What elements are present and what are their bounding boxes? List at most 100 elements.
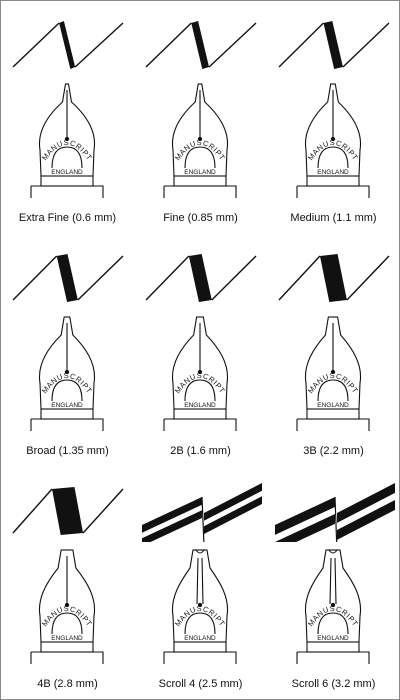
nib-cell-scroll-6: MANUSCRIPT ENGLAND Scroll 6 (3.2 mm) [267,467,400,700]
nib-slit [329,557,332,605]
nib-slit-2 [201,557,204,605]
nib-section [163,418,237,431]
nib-drawing-scroll-4: MANUSCRIPT ENGLAND [163,549,237,664]
scroll-band-right [204,496,262,534]
nib-section [163,185,237,198]
nib-label-broad: Broad (1.35 mm) [26,445,109,457]
nib-brand-text: MANUSCRIPT [173,604,227,628]
nib-section [296,418,370,431]
nib-collar [173,641,227,653]
thin-connector [334,496,338,542]
nib-country-text: ENGLAND [51,169,83,176]
nib-drawing-4b: MANUSCRIPT ENGLAND [30,549,104,664]
stroke-sample-extra-fine [12,21,124,69]
thin-upstroke [12,488,53,534]
thin-upstroke-2 [346,255,390,301]
imprint-arc [184,379,216,402]
imprint-arc [51,379,83,402]
scroll-band-right [337,499,395,540]
nib-slit [196,557,199,605]
stroke-sample-scroll-6 [275,483,395,542]
imprint-arc [317,146,349,169]
thin-upstroke [278,255,321,301]
nib-body [171,549,229,643]
thin-upstroke-2 [208,22,257,68]
breather-hole [330,136,336,142]
nib-country-text: ENGLAND [184,169,216,176]
nib-brand-text: MANUSCRIPT [173,371,227,395]
scroll-band-left [275,513,335,542]
nib-section [163,651,237,664]
nib-country-text: ENGLAND [317,402,349,409]
nib-collar [173,175,227,187]
nib-country-text: ENGLAND [317,635,349,642]
nib-brand-text: MANUSCRIPT [40,604,94,628]
nib-brand-text: MANUSCRIPT [306,604,360,628]
nib-brand-text: MANUSCRIPT [40,138,94,162]
nib-body [38,549,96,643]
nib-label-4b: 4B (2.8 mm) [37,678,98,690]
nib-cell-extra-fine: MANUSCRIPT ENGLAND Extra Fine (0.6 mm) [1,1,134,234]
nib-section [30,418,104,431]
scroll-notch [328,549,338,554]
nib-cell-broad: MANUSCRIPT ENGLAND Broad (1.35 mm) [1,234,134,467]
imprint-arc [51,146,83,169]
stroke-sample-medium [278,21,390,69]
nib-country-text: ENGLAND [184,635,216,642]
nib-body [304,549,362,643]
nib-drawing-fine: MANUSCRIPT ENGLAND [163,83,237,198]
stroke-sample-4b [12,487,124,535]
thin-connector [201,496,205,542]
nib-country-text: ENGLAND [317,169,349,176]
breather-hole [64,369,70,375]
scroll-notch [195,549,205,554]
scroll-stroke [275,483,395,542]
nib-drawing-3b: MANUSCRIPT ENGLAND [296,316,370,431]
imprint-arc [184,146,216,169]
nib-label-scroll-6: Scroll 6 (3.2 mm) [291,678,376,690]
thick-downstroke [191,21,210,69]
nib-country-text: ENGLAND [184,402,216,409]
thin-upstroke-2 [77,255,124,301]
nib-collar [306,175,360,187]
nib-brand-text: MANUSCRIPT [40,371,94,395]
thin-upstroke-2 [74,22,124,68]
thick-downstroke [323,21,343,69]
nib-body [304,83,362,177]
nib-collar [306,408,360,420]
nib-collar [306,641,360,653]
nib-label-extra-fine: Extra Fine (0.6 mm) [18,212,117,224]
nib-drawing-broad: MANUSCRIPT ENGLAND [30,316,104,431]
nib-label-fine: Fine (0.85 mm) [163,212,238,224]
thin-upstroke [145,255,190,301]
nib-label-medium: Medium (1.1 mm) [290,212,377,224]
nib-country-text: ENGLAND [51,402,83,409]
nib-collar [173,408,227,420]
thick-downstroke [59,21,76,69]
nib-brand-text: MANUSCRIPT [173,138,227,162]
imprint-arc [317,612,349,635]
nib-body [171,316,229,410]
scroll-band-right [337,483,395,523]
nib-body [171,83,229,177]
nib-outline [171,549,229,643]
breather-hole [64,136,70,142]
nib-label-2b: 2B (1.6 mm) [170,445,231,457]
nib-section [296,185,370,198]
breather-hole [197,136,203,142]
nib-brand-text: MANUSCRIPT [306,371,360,395]
scroll-stroke [142,483,262,542]
nib-country-text: ENGLAND [51,635,83,642]
imprint-arc [51,612,83,635]
thin-upstroke [278,22,324,68]
nib-collar [40,641,94,653]
nib-cell-2b: MANUSCRIPT ENGLAND 2B (1.6 mm) [134,234,267,467]
nib-body [304,316,362,410]
stroke-sample-2b [145,254,257,302]
breather-hole [197,369,203,375]
thick-downstroke [319,254,347,302]
stroke-sample-scroll-4 [142,483,262,542]
